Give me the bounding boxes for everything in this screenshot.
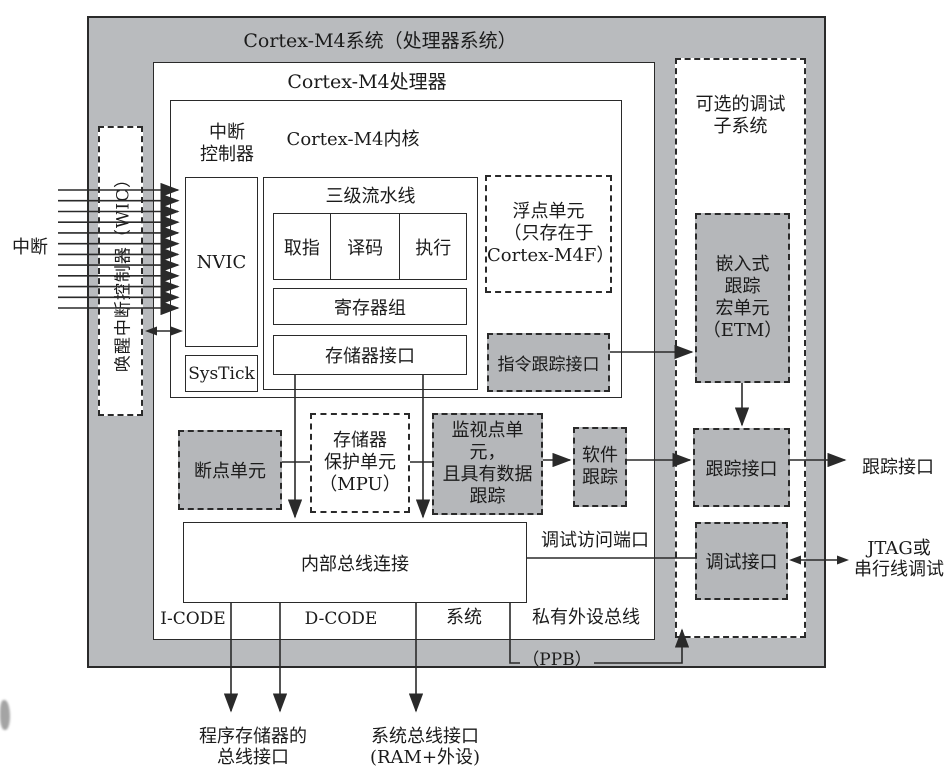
stage-execute: 执行 — [399, 214, 466, 279]
trace-interface-box: 跟踪接口 — [693, 428, 790, 507]
stage-fetch: 取指 — [283, 237, 320, 259]
pipeline-stages: 取指 译码 执行 — [273, 213, 467, 280]
system-bus-interface-label: 系统总线接口 (RAM+外设) — [369, 726, 481, 768]
interrupt-controller-label: 中断 控制器 — [200, 122, 254, 165]
external-trace-interface-label: 跟踪接口 — [862, 457, 934, 478]
program-memory-bus-label: 程序存储器的 总线接口 — [199, 726, 307, 768]
instruction-trace-interface-box: 指令跟踪接口 — [487, 333, 610, 392]
fpu-box: 浮点单元 （只存在于 Cortex-M4F） — [485, 175, 614, 293]
processor-title: Cortex-M4处理器 — [287, 71, 447, 93]
debug-interface-box: 调试接口 — [695, 522, 788, 600]
software-trace-box: 软件 跟踪 — [573, 427, 627, 507]
memory-interface-box: 存储器接口 — [273, 335, 467, 375]
debug-access-port-label: 调试访问端口 — [541, 530, 649, 551]
dcode-label: D-CODE — [304, 609, 378, 629]
mpu-box: 存储器 保护单元 （MPU） — [310, 413, 410, 513]
jtag-swd-label: JTAG或 串行线调试 — [854, 538, 944, 580]
systick-box: SysTick — [185, 355, 258, 392]
system-title: Cortex-M4系统（处理器系统） — [243, 30, 517, 52]
internal-bus-box: 内部总线连接 — [183, 522, 527, 603]
private-peripheral-bus-label: 私有外设总线 — [532, 607, 640, 628]
etm-box: 嵌入式 跟踪 宏单元 （ETM） — [695, 213, 790, 383]
pipeline-title: 三级流水线 — [325, 186, 416, 207]
nvic-box: NVIC — [185, 177, 258, 347]
breakpoint-unit-box: 断点单元 — [178, 430, 282, 510]
watchpoint-unit-box: 监视点单元， 且具有数据 跟踪 — [432, 413, 543, 515]
interrupt-label: 中断 — [12, 237, 48, 258]
icode-label: I-CODE — [160, 609, 226, 629]
stage-decode: 译码 — [329, 214, 400, 279]
ppb-label: （PPB） — [522, 650, 592, 670]
wic-box: 唤醒中断控制器（WIC） — [98, 126, 143, 416]
debug-subsystem-title: 可选的调试 子系统 — [695, 94, 786, 137]
register-bank-box: 寄存器组 — [273, 288, 467, 325]
wic-label: 唤醒中断控制器（WIC） — [113, 169, 133, 373]
system-bus-label: 系统 — [446, 607, 482, 628]
scan-artifact — [0, 700, 10, 730]
core-title: Cortex-M4内核 — [286, 129, 420, 150]
